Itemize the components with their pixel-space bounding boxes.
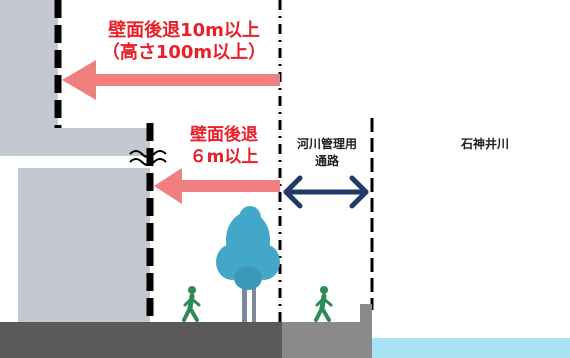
lower-building-base <box>18 168 150 322</box>
pedestrian-icon <box>314 286 333 322</box>
river-path-ground <box>282 322 372 358</box>
setback-6m-label: 壁面後退 ６m以上 <box>176 124 272 168</box>
river-road-label-line2: 通路 <box>314 154 339 168</box>
setback-6m-label-line2: ６m以上 <box>189 147 259 167</box>
river-road-label-line1: 河川管理用 <box>296 137 357 151</box>
river-path-width-arrow <box>283 175 369 209</box>
tree-icon <box>216 206 280 322</box>
ground <box>0 322 282 358</box>
pedestrian-icon <box>182 286 201 322</box>
setback-6m-label-line1: 壁面後退 <box>190 125 258 145</box>
wavy-break-icon <box>129 150 167 166</box>
setback-10m-label: 壁面後退10m以上 （高さ100m以上） <box>96 20 272 64</box>
river-embankment <box>360 304 372 324</box>
setback-10m-label-line2: （高さ100m以上） <box>101 42 267 63</box>
river-name-label: 石神井川 <box>460 137 509 151</box>
setback-10m-arrow <box>62 60 280 100</box>
lower-building <box>0 128 150 156</box>
river-road-label: 河川管理用 通路 <box>284 136 370 170</box>
upper-building <box>0 0 58 128</box>
setback-6m-arrow <box>154 168 280 204</box>
setback-10m-label-line1: 壁面後退10m以上 <box>108 20 260 41</box>
river-water <box>372 338 570 358</box>
